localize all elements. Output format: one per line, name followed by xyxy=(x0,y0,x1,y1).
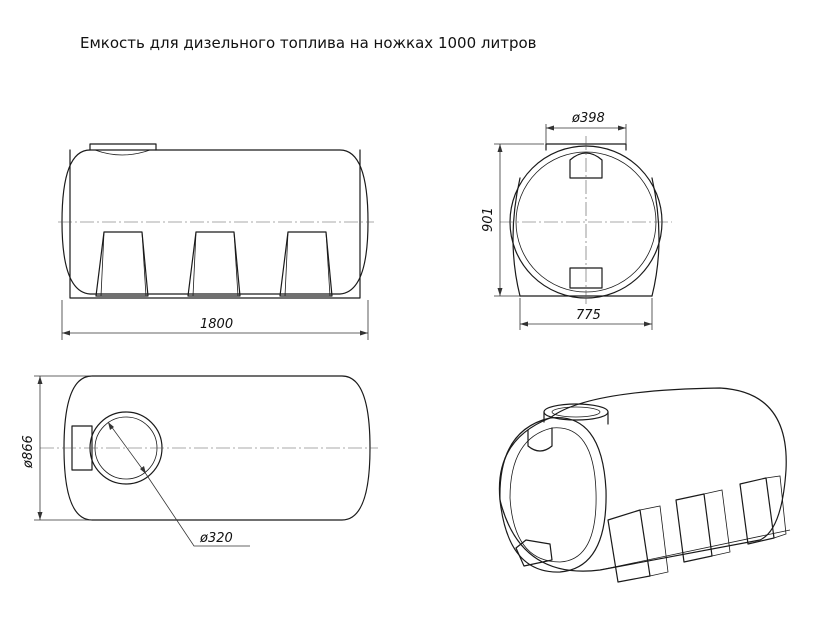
side-foot xyxy=(569,267,603,289)
side-height-label: 901 xyxy=(481,207,496,232)
side-view: ø398 901 775 xyxy=(481,111,672,330)
front-tank-body xyxy=(61,149,369,295)
iso-neck xyxy=(543,403,609,421)
front-neck xyxy=(89,143,157,151)
top-diameter-label: ø866 xyxy=(21,435,36,469)
iso-leg-1 xyxy=(607,509,651,583)
top-view: ø866 ø320 xyxy=(21,375,378,547)
top-hatch-label: ø320 xyxy=(199,531,233,546)
front-length-label: 1800 xyxy=(200,317,233,332)
iso-view xyxy=(498,387,791,583)
iso-tank-body xyxy=(498,387,787,572)
front-leg-3 xyxy=(279,231,333,297)
front-view: 1800 xyxy=(58,143,374,340)
top-tank-body xyxy=(63,375,371,521)
side-width-label: 775 xyxy=(576,308,601,323)
side-neck-label: ø398 xyxy=(571,111,605,126)
front-base-frame xyxy=(69,149,361,299)
front-leg-2 xyxy=(187,231,241,297)
drawing-title: Емкость для дизельного топлива на ножках… xyxy=(80,34,537,52)
front-leg-1 xyxy=(95,231,149,297)
